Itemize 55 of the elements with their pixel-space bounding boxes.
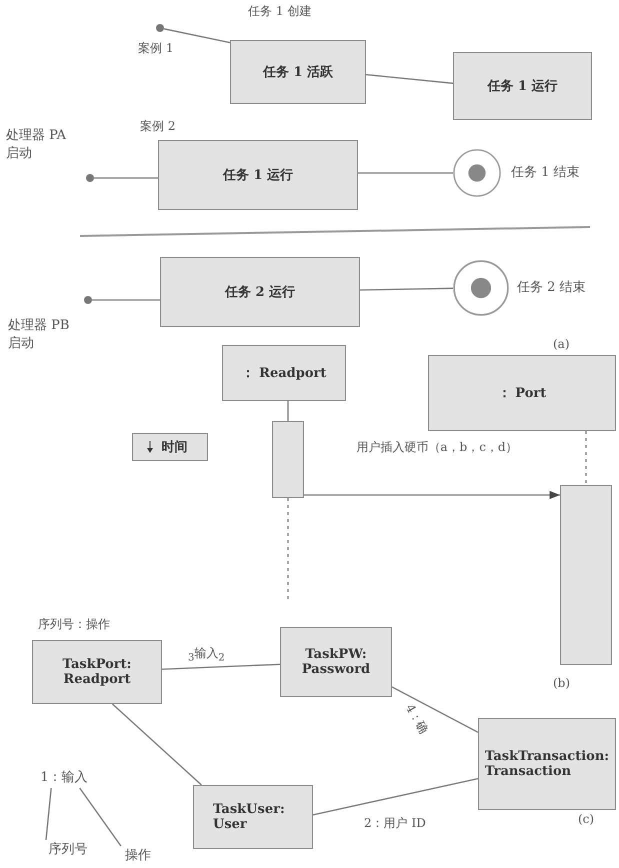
connector-line [94, 177, 158, 179]
node-label: TaskUser: User [212, 802, 286, 832]
annotation-text: 序列号 [48, 841, 88, 858]
connector-line [164, 28, 230, 44]
state-caption: 任务 1 结束 [511, 164, 581, 181]
connector-line [45, 788, 52, 840]
node-label: ： Port [496, 385, 548, 402]
connector-line [360, 288, 454, 291]
connector-line [392, 686, 478, 733]
annotation-text: 1：输入 [39, 769, 89, 786]
node-label: TaskTransaction: Transaction [484, 749, 610, 779]
state-box [280, 627, 392, 697]
note-text: (c) [578, 812, 594, 826]
note-text: 案例 1 [138, 40, 174, 57]
state-caption: 处理器 PA 启动 [6, 127, 68, 162]
connector-line [358, 172, 453, 174]
connector-line [79, 788, 122, 846]
node-label: 任务 1 运行 [222, 167, 294, 184]
state-box [453, 52, 592, 120]
edge-label: 任务 1 创建 [246, 4, 314, 18]
state-box [230, 40, 366, 104]
note-text: 案例 2 [140, 118, 176, 135]
state-box [160, 257, 360, 327]
node-label: 任务 1 活跃 [262, 64, 334, 81]
note-text: 序列号：操作 [38, 616, 110, 633]
state-caption: 任务 2 结束 [517, 279, 587, 296]
arrow [304, 490, 560, 500]
connector-line [112, 704, 202, 786]
node-label: 任务 1 运行 [486, 78, 559, 95]
edge-label: 2：用户 ID [362, 816, 428, 830]
activation-bar [560, 485, 612, 665]
object-box [193, 785, 313, 849]
node-label: 任务 2 运行 [224, 284, 296, 301]
node-label: TaskPW: Password [300, 647, 372, 677]
state-box [158, 140, 358, 210]
state-box [428, 355, 616, 431]
dashed-lifeline [585, 431, 587, 485]
state-box [222, 345, 346, 401]
annotation-text: 操作 [124, 847, 152, 864]
node-label: TaskPort: Readport [62, 657, 132, 687]
connector-line [366, 74, 454, 84]
object-box [478, 718, 616, 810]
state-box [132, 433, 208, 461]
connector-line [92, 299, 160, 301]
note-text: (b) [553, 676, 570, 690]
node-label: ： Readport [240, 365, 328, 382]
state-box [32, 640, 162, 704]
node-label: 时间 [160, 439, 188, 456]
state-caption: 处理器 PB 启动 [8, 317, 70, 352]
note-text: (a) [553, 337, 570, 351]
dashed-lifeline [287, 498, 289, 600]
connector-line [162, 664, 280, 670]
activation-bar [272, 421, 304, 498]
connector-line [312, 778, 478, 816]
connector-line [287, 401, 289, 421]
